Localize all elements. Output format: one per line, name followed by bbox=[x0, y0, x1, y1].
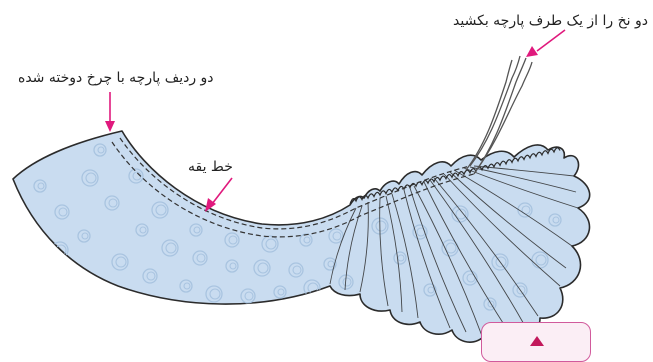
figure-badge bbox=[481, 322, 591, 362]
pointer-arrow-neckline bbox=[205, 178, 232, 212]
label-two-stitch-rows: دو ردیف پارچه با چرخ دوخته شده bbox=[18, 71, 214, 85]
pulled-thread bbox=[470, 56, 520, 166]
fabric-strip bbox=[13, 131, 590, 346]
pointer-arrow-rows bbox=[105, 92, 115, 132]
gathering-diagram bbox=[0, 0, 653, 349]
pointer-arrow-threads bbox=[526, 30, 565, 57]
label-neckline: خط یقه bbox=[188, 160, 233, 174]
label-pull-threads: دو نخ را از یک طرف پارچه بکشید bbox=[453, 14, 648, 28]
up-arrow-icon bbox=[530, 336, 544, 346]
